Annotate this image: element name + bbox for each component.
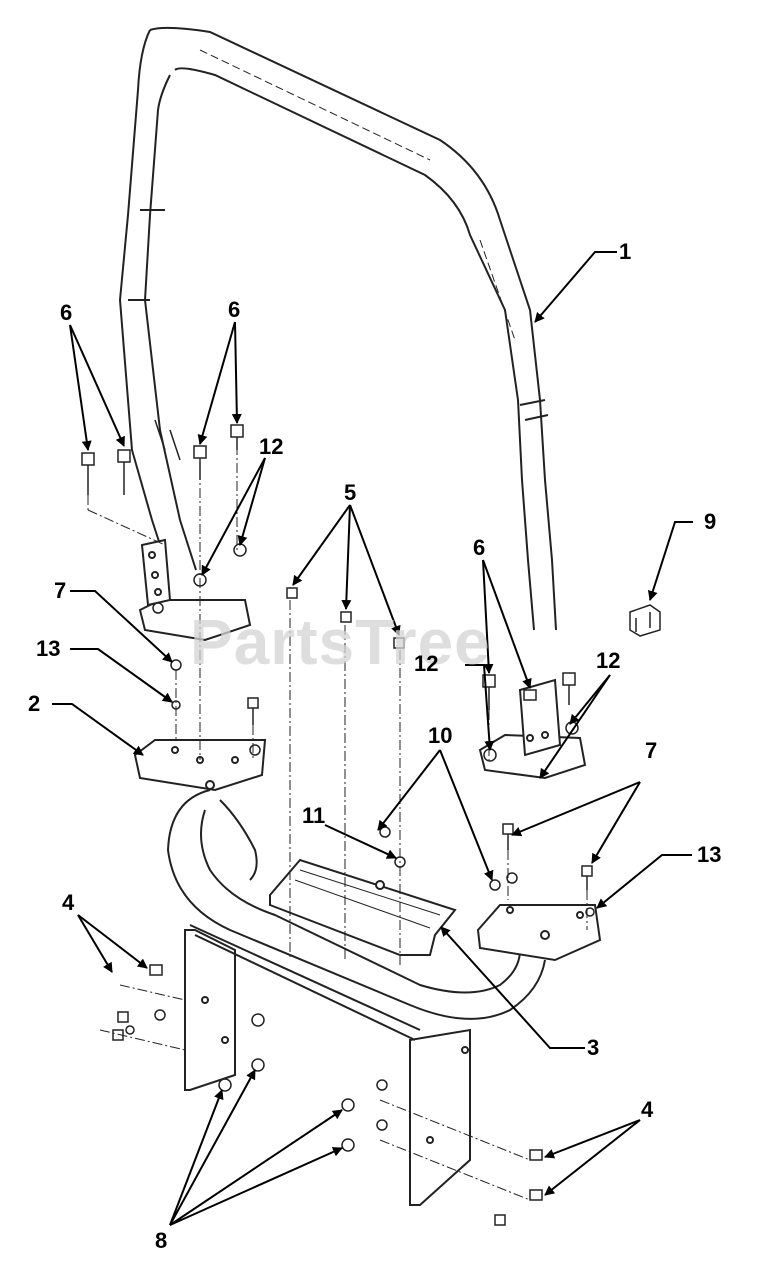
- left-lower-plate: [133, 739, 267, 792]
- callout-12c: 12: [596, 648, 621, 673]
- callout-7a: 7: [54, 578, 67, 603]
- rops-hoop: [118, 26, 557, 631]
- callout-13b: 13: [697, 842, 722, 867]
- callout-9: 9: [704, 509, 717, 534]
- clip-part: [629, 604, 661, 637]
- callout-11: 11: [302, 803, 326, 828]
- watermark-text: PartsTree: [190, 606, 491, 678]
- callout-12b: 12: [414, 651, 439, 676]
- callout-4b: 4: [641, 1097, 654, 1122]
- callout-7b: 7: [645, 738, 658, 763]
- callout-5: 5: [344, 480, 357, 505]
- callout-4a: 4: [62, 890, 75, 915]
- callout-1: 1: [619, 239, 632, 264]
- callout-6b: 6: [228, 297, 241, 322]
- right-lower-plate: [476, 904, 602, 962]
- leader-lines: [52, 251, 693, 1226]
- callout-6c: 6: [473, 535, 486, 560]
- callout-10: 10: [428, 723, 453, 748]
- nuts-washers: [125, 543, 595, 1152]
- center-mount-plate: [269, 858, 457, 956]
- callout-12a: 12: [259, 434, 284, 459]
- frame-loop: [166, 789, 546, 1020]
- callout-8: 8: [155, 1228, 168, 1253]
- callout-6a: 6: [60, 300, 73, 325]
- callout-2: 2: [28, 691, 41, 716]
- flat-bar: [189, 924, 421, 1041]
- bolts: [81, 424, 593, 1226]
- callout-13a: 13: [36, 636, 61, 661]
- left-support-plate: [184, 929, 236, 1091]
- callout-3: 3: [587, 1035, 600, 1060]
- right-support-plate: [409, 1028, 471, 1206]
